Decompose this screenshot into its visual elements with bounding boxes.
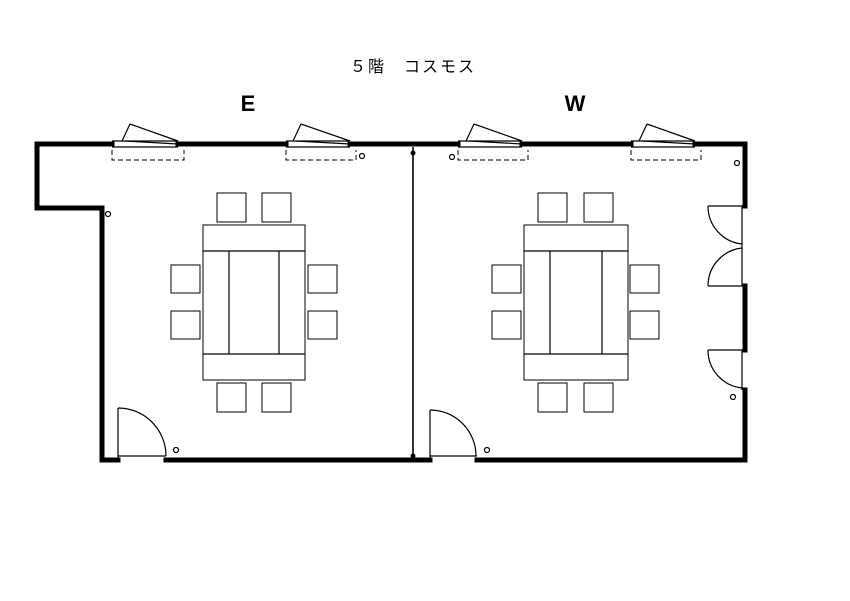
chair-icon	[216, 192, 247, 223]
table-icon	[523, 224, 629, 381]
room-label-west: W	[565, 91, 586, 116]
outlet-icon	[448, 153, 456, 161]
table-icon	[202, 224, 306, 381]
chair-icon	[170, 264, 201, 294]
window-icon	[457, 123, 529, 161]
chair-icon	[537, 382, 568, 413]
chair-icon	[491, 264, 522, 294]
outlet-icon	[483, 446, 491, 454]
partition	[410, 147, 416, 459]
door-icon	[707, 349, 745, 390]
chair-icon	[216, 382, 247, 413]
outlet-icon	[172, 446, 180, 454]
window-icon	[285, 123, 357, 161]
chair-icon	[491, 310, 522, 340]
outlet-icon	[104, 210, 112, 218]
outlet-icon	[729, 393, 737, 401]
chair-icon	[583, 382, 614, 413]
outlet-icon	[358, 152, 366, 160]
chair-icon	[307, 264, 338, 294]
chair-icon	[170, 310, 201, 340]
room-label-east: E	[241, 91, 256, 116]
chair-icon	[307, 310, 338, 340]
chair-icon	[583, 192, 614, 223]
window-icon	[111, 123, 185, 161]
furniture-room-w	[491, 192, 660, 413]
floor-title: ５階 コスモス	[350, 57, 476, 76]
chair-icon	[629, 264, 660, 294]
chair-icon	[261, 382, 292, 413]
door-icon	[707, 205, 745, 287]
chair-icon	[261, 192, 292, 223]
outlet-icon	[733, 159, 741, 167]
door-icon	[429, 409, 477, 460]
outer-walls	[34, 141, 748, 463]
door-icon	[117, 407, 167, 460]
window-icon	[630, 123, 702, 161]
furniture-room-e	[170, 192, 338, 413]
chair-icon	[537, 192, 568, 223]
chair-icon	[629, 310, 660, 340]
